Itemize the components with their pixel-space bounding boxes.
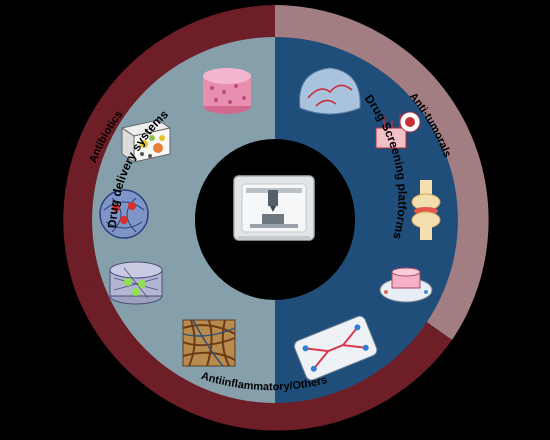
vascularized-tissue-dome-icon [299, 67, 361, 115]
outer-ring-antibiotics-segment [63, 5, 276, 290]
outer-ring-antitumorals-segment [275, 5, 489, 340]
tumor-tissue-icon [375, 111, 421, 149]
nanoparticle-network-sphere-icon [99, 189, 149, 239]
colored-particle-cube-icon [120, 119, 172, 163]
hydrogel-cylinder-with-particles-icon [109, 261, 163, 305]
fibrous-mesh-cube-icon [182, 319, 236, 367]
tissue-on-plate-icon [379, 267, 433, 303]
3d-printer-icon [233, 175, 315, 241]
pink-cylinder-scaffold-icon [203, 68, 251, 114]
knee-joint-icon [411, 180, 441, 240]
microfluidic-chip-icon [293, 315, 378, 381]
outer-ring-antiinflammatory-segment [75, 270, 452, 431]
outer-ring [63, 5, 489, 431]
